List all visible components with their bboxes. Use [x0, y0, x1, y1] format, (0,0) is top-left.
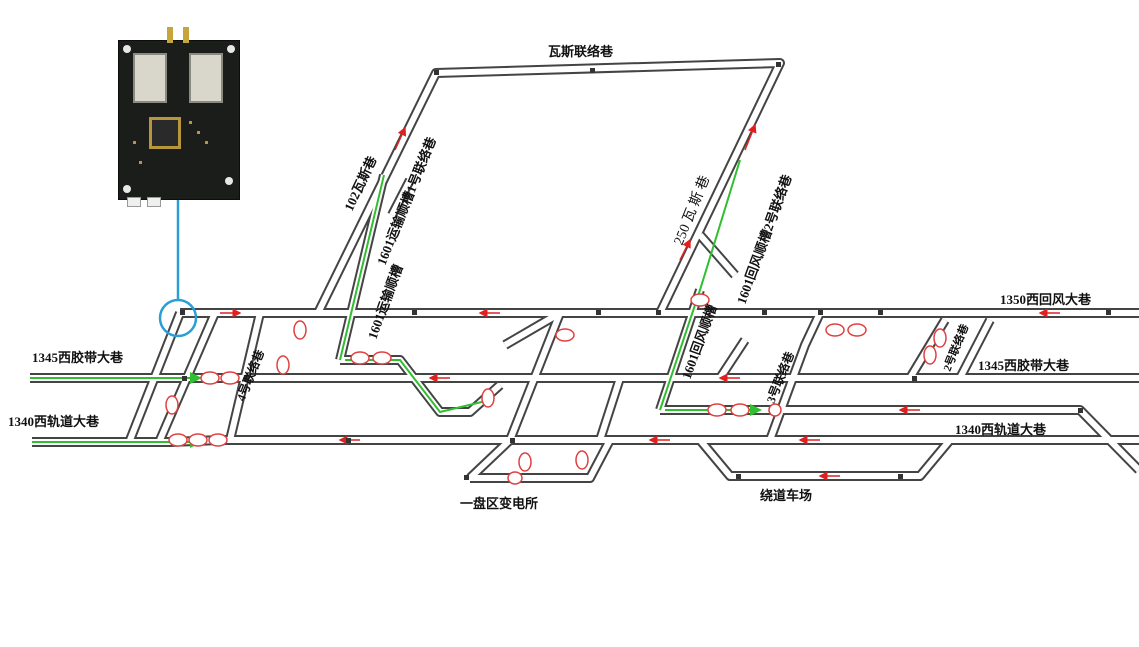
label-return-link-2: 1601回风顺槽2号联络巷 — [734, 172, 795, 306]
label-west-return-1350: 1350西回风大巷 — [1000, 292, 1092, 307]
wireless-sensor-module-icon — [118, 27, 240, 207]
label-transport-1601: 1601运输顺槽 — [365, 263, 406, 341]
pad — [189, 121, 192, 124]
connector — [127, 197, 141, 207]
pad — [133, 141, 136, 144]
label-substation: 一盘区变电所 — [460, 496, 538, 511]
ventilation-devices — [165, 293, 947, 485]
antenna-right — [183, 27, 189, 43]
station-markers — [180, 62, 1111, 480]
label-west-rail-1340-left: 1340西轨道大巷 — [8, 414, 100, 429]
label-bypass-yard: 绕道车场 — [760, 488, 812, 503]
pad — [205, 141, 208, 144]
mount-hole — [123, 185, 131, 193]
pad — [139, 161, 142, 164]
label-west-rail-1340-right: 1340西轨道大巷 — [955, 422, 1047, 437]
antenna-left — [167, 27, 173, 43]
return-airflow-arrows — [220, 123, 1060, 481]
label-west-belt-1345-left: 1345西胶带大巷 — [32, 350, 124, 365]
radio-module-right — [189, 53, 223, 103]
pad — [197, 131, 200, 134]
label-west-belt-1345-right: 1345西胶带大巷 — [978, 358, 1070, 373]
label-belt-link-1: 1601运输顺槽1号联络巷 — [374, 134, 439, 267]
radio-module-left — [133, 53, 167, 103]
mount-hole — [123, 45, 131, 53]
connector — [147, 197, 161, 207]
mount-hole — [227, 45, 235, 53]
callout-circle — [158, 298, 198, 338]
mount-hole — [225, 177, 233, 185]
label-gas-link: 瓦斯联络巷 — [548, 44, 614, 59]
mcu-chip — [149, 117, 181, 149]
